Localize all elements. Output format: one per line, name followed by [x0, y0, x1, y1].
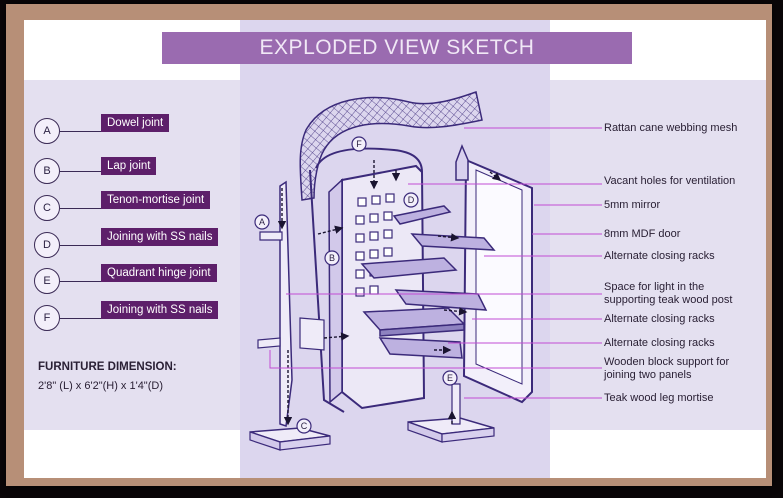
assembly-arrows [277, 160, 502, 426]
legend-connector [60, 245, 101, 246]
legend-label-d: Joining with SS nails [101, 228, 219, 246]
closing-racks [360, 205, 496, 359]
legend-label-a: Dowel joint [101, 114, 170, 132]
sketch-marker-c: C [296, 418, 312, 434]
legend-connector [60, 281, 101, 282]
page-title: EXPLODED VIEW SKETCH [162, 32, 632, 64]
callout-wooden-block-line2: joining two panels [604, 369, 692, 381]
exploded-view-sketch: F D A B C [249, 91, 602, 451]
legend-marker-d: D [34, 232, 60, 258]
svg-text:C: C [301, 421, 308, 431]
legend-label-b: Lap joint [101, 157, 157, 175]
legend-connector [60, 208, 101, 209]
callout-mirror: 5mm mirror [604, 199, 661, 211]
legend-marker-f: F [34, 305, 60, 331]
svg-text:F: F [356, 139, 362, 149]
sketch-marker-f: F [351, 136, 367, 152]
side-post-left [257, 180, 325, 427]
legend-connector [60, 131, 101, 132]
legend-marker-c: C [34, 195, 60, 221]
sketch-board: EXPLODED VIEW SKETCH A Dowel joint B Lap… [24, 20, 766, 478]
teak-post [455, 143, 469, 181]
callout-light-space-line2: supporting teak wood post [604, 294, 733, 306]
legend-label-c: Tenon-mortise joint [101, 191, 211, 209]
callout-ventilation-holes: Vacant holes for ventilation [604, 175, 736, 187]
sketch-marker-a: A [254, 214, 270, 230]
picture-frame: EXPLODED VIEW SKETCH A Dowel joint B Lap… [6, 4, 772, 486]
svg-text:A: A [259, 217, 265, 227]
callout-light-space: Space for light in the supporting teak w… [604, 281, 732, 307]
rattan-mesh-panel [299, 91, 483, 201]
callout-closing-racks-2: Alternate closing racks [604, 313, 715, 325]
legend-label-e: Quadrant hinge joint [101, 264, 217, 282]
callout-leg-mortise: Teak wood leg mortise [604, 392, 714, 404]
svg-text:E: E [447, 373, 453, 383]
sketch-marker-d: D [403, 192, 419, 208]
legend-marker-a: A [34, 118, 60, 144]
legend-connector [60, 318, 101, 319]
callout-light-space-line1: Space for light in the [604, 281, 705, 293]
svg-text:B: B [329, 253, 335, 263]
callout-closing-racks-3: Alternate closing racks [604, 337, 715, 349]
callout-mdf-door: 8mm MDF door [604, 228, 681, 240]
callout-wooden-block: Wooden block support for joining two pan… [604, 356, 729, 382]
dimension-title: FURNITURE DIMENSION: [38, 361, 177, 373]
back-frame [309, 147, 423, 413]
dimension-value: 2'8" (L) x 6'2"(H) x 1'4"(D) [38, 380, 163, 392]
legend-marker-b: B [34, 158, 60, 184]
sketch-marker-b: B [324, 250, 340, 266]
legend-label-f: Joining with SS nails [101, 301, 219, 319]
callout-closing-racks-1: Alternate closing racks [604, 250, 715, 262]
callout-wooden-block-line1: Wooden block support for [604, 356, 730, 368]
legend-marker-e: E [34, 268, 60, 294]
legend-connector [60, 171, 101, 172]
svg-text:D: D [408, 195, 415, 205]
callout-leader-lines [269, 127, 602, 399]
sketch-marker-e: E [442, 370, 458, 386]
callout-rattan-mesh: Rattan cane webbing mesh [604, 122, 738, 134]
mdf-door [462, 158, 533, 404]
